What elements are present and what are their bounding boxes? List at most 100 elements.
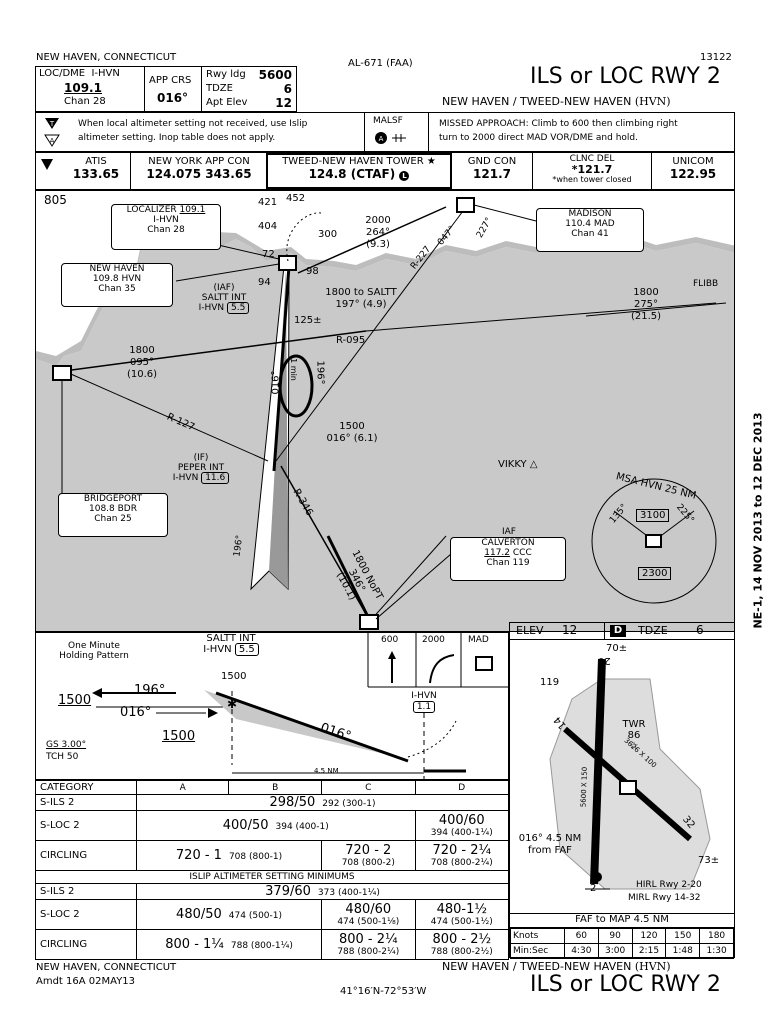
footer-airport-id: (HVN) — [634, 960, 671, 973]
footer-airport-name: NEW HAVEN / TWEED-NEW HAVEN — [442, 960, 632, 973]
note-line2: altimeter setting. Inop table does not a… — [78, 133, 276, 143]
pcl-icon: L — [399, 171, 410, 181]
time-150: 1:48 — [665, 943, 701, 959]
i-sloc-mins-ab: 480/50 474 (500-1) — [135, 899, 323, 930]
profile-in-crs: 016° — [120, 705, 152, 720]
holding-note: One Minute Holding Pattern — [44, 641, 144, 661]
i-sils-label: S-ILS 2 — [35, 883, 137, 900]
loc-dme-label: LOC/DME I-HVN — [39, 68, 120, 79]
app-crs-box: APP CRS 016° — [144, 66, 202, 112]
time-120: 2:15 — [631, 943, 667, 959]
notes-row: T A When local altimeter setting not rec… — [35, 112, 735, 152]
i-sils-mins: 379/60 373 (400-1¼) — [136, 883, 509, 900]
newhaven-freq: 109.8 HVN — [92, 274, 142, 284]
cat-d: D — [414, 780, 510, 795]
side-date-right: NE-1, 14 NOV 2013 to 12 DEC 2013 — [751, 412, 765, 629]
knots-90: 90 — [597, 928, 633, 944]
comm-label: GND CON — [467, 156, 517, 167]
knots-120: 120 — [631, 928, 667, 944]
elev-452: 452 — [286, 193, 306, 204]
plan-view: 805 421 452 404 300 72 98 94 125± LOCALI… — [35, 190, 735, 632]
r095-label: R-095 — [336, 335, 366, 346]
ma-600: 600 — [381, 635, 399, 645]
loc-chan: Chan 28 — [64, 96, 106, 107]
missed-line2: turn to 2000 direct MAD VOR/DME and hold… — [439, 133, 638, 143]
profile-ihvn-dme: 1.1 — [412, 701, 436, 713]
obs-73: 73± — [698, 855, 720, 866]
rwy-2: 2 — [590, 883, 597, 894]
elev-300: 300 — [318, 229, 338, 240]
comm-freq: 124.8 (CTAF) L — [268, 167, 450, 181]
apt-elev-value: 12 — [275, 96, 292, 110]
diagram-tdze-value: 6 — [696, 623, 704, 637]
comm-app-con: NEW YORK APP CON 124.075 343.65 — [132, 156, 266, 181]
obs-119: 119 — [540, 677, 560, 688]
bridgeport-chan: Chan 25 — [94, 514, 132, 524]
saltt-l1: (IAF) — [213, 283, 235, 293]
rwy-data-box: Rwy ldg 5600 TDZE 6 Apt Elev 12 — [201, 66, 297, 112]
diagram-tdze-label: TDZE — [638, 624, 668, 637]
islip-header: ISLIP ALTIMETER SETTING MINIMUMS — [35, 870, 509, 884]
saltt-fix: (IAF) SALTT INT I-HVN 5.5 — [186, 283, 262, 314]
comm-unicom: UNICOM 122.95 — [652, 156, 734, 181]
leg-bdr-dist: (10.6) — [126, 369, 158, 380]
mirl: MIRL Rwy 14-32 — [628, 893, 701, 903]
footer-city: NEW HAVEN, CONNECTICUT — [36, 962, 177, 973]
comm-note: *when tower closed — [552, 175, 632, 184]
peper-l3: I-HVN 11.6 — [161, 472, 241, 484]
comm-freq: *121.7 — [571, 163, 613, 176]
elev-421: 421 — [258, 197, 278, 208]
vor-calverton — [359, 614, 379, 630]
header-airport-id: (HVN) — [634, 95, 671, 108]
newhaven-chan: Chan 35 — [98, 284, 136, 294]
a-na-icon: A — [44, 133, 60, 153]
i-sloc-label: S-LOC 2 — [35, 899, 137, 930]
dim-2-20: 5600 X 150 — [579, 766, 589, 808]
comm-label: NEW YORK APP CON — [148, 156, 250, 167]
leg-mad-crs: 264° — [365, 227, 391, 238]
divider — [532, 153, 533, 189]
msa-alt2: 2300 — [638, 567, 672, 580]
peper-l2: PEPER INT — [177, 463, 225, 473]
sloc-mins-abc: 400/50 394 (400-1) — [136, 810, 416, 841]
vor-newhaven — [278, 255, 297, 271]
footer-coords: 41°16′N-72°53′W — [340, 986, 427, 997]
header-title: ILS or LOC RWY 2 — [530, 64, 721, 89]
header-city: NEW HAVEN, CONNECTICUT — [36, 52, 177, 63]
comms-icon — [40, 157, 54, 176]
saltt-l3: I-HVN 5.5 — [186, 302, 262, 314]
twr-label: TWR — [622, 719, 646, 730]
comm-tower: TWEED-NEW HAVEN TOWER ★ 124.8 (CTAF) L — [266, 153, 452, 189]
leg-mad — [297, 206, 447, 274]
elev-805: 805 — [44, 193, 67, 207]
malsf-icon: A — [374, 129, 408, 151]
profile-gs-alt: 1500 — [162, 729, 196, 744]
leg-bdr-alt: 1800 — [129, 345, 155, 356]
calverton-pre: IAF — [502, 527, 516, 537]
divider — [604, 622, 605, 639]
radial-127 — [63, 370, 269, 462]
rwy-20: 20 — [598, 655, 611, 666]
sils-mins: 298/50 292 (300-1) — [136, 794, 509, 811]
minsec-label: Min:Sec — [510, 943, 565, 959]
leg-flibb-alt: 1800 — [633, 287, 659, 298]
cat-b: B — [228, 780, 323, 795]
comm-label: ATIS — [85, 156, 107, 167]
cat-header: CATEGORY — [35, 780, 137, 795]
profile-saltt-name: SALTT INT — [206, 633, 256, 644]
knots-label: Knots — [510, 928, 565, 944]
vikky-label: VIKKY △ — [498, 459, 538, 470]
elev-125: 125± — [294, 315, 322, 326]
header-volume: AL-671 (FAA) — [348, 58, 413, 69]
flibb-label: FLIBB — [693, 279, 719, 289]
peper-fix: (IF) PEPER INT I-HVN 11.6 — [161, 453, 241, 484]
leg-flibb-crs: 275° — [633, 299, 659, 310]
msa-circle — [591, 478, 717, 604]
tower-icon: ☆ — [629, 741, 639, 752]
radial-346 — [280, 465, 371, 622]
divider — [651, 153, 652, 189]
i-circ-mins-ab: 800 - 1¼ 788 (800-1¼) — [135, 929, 323, 960]
